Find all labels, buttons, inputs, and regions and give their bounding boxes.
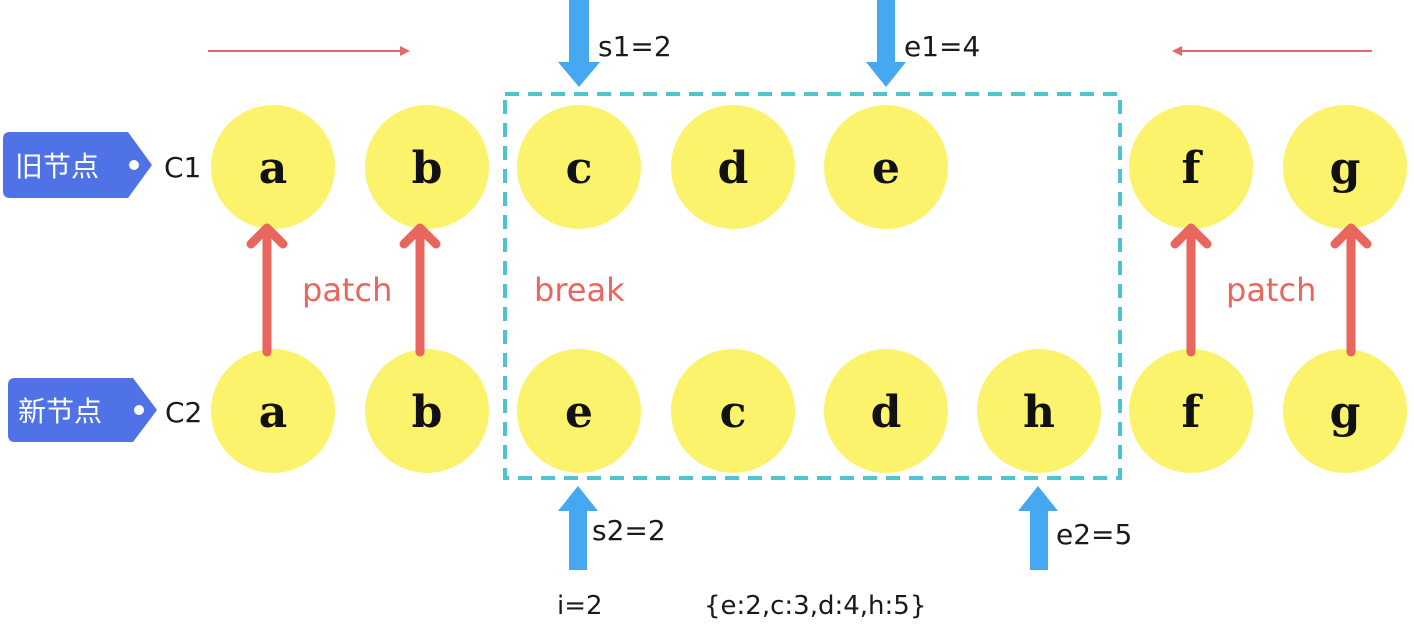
old-node-label: f <box>1182 143 1204 194</box>
e1-pointer-arrow <box>866 0 906 87</box>
new-node-label: h <box>1023 387 1055 438</box>
old-node: e <box>824 105 948 229</box>
patch-arrow <box>1170 223 1212 357</box>
s1-pointer-arrow <box>558 0 600 87</box>
e2-pointer-label: e2=5 <box>1056 518 1132 551</box>
old-node: g <box>1283 105 1407 229</box>
new-node: c <box>671 349 795 473</box>
new-row-name: C2 <box>165 396 202 429</box>
new-node-label: c <box>720 387 747 438</box>
new-node-label: e <box>565 387 593 438</box>
new-node: f <box>1129 349 1253 473</box>
new-node: h <box>977 349 1101 473</box>
new-node: e <box>517 349 641 473</box>
new-node-label: a <box>259 387 288 438</box>
old-node-label: b <box>412 143 443 194</box>
index-label: i=2 <box>557 591 603 621</box>
break-label: break <box>534 271 625 309</box>
key-to-index-map: {e:2,c:3,d:4,h:5} <box>704 591 926 621</box>
old-node-label: g <box>1330 143 1361 194</box>
old-node: d <box>671 105 795 229</box>
unknown-sequence-box <box>503 92 1122 480</box>
old-nodes-tag-label: 旧节点 <box>15 150 99 183</box>
new-node: d <box>824 349 948 473</box>
old-node: f <box>1129 105 1253 229</box>
new-node-label: d <box>871 387 902 438</box>
old-node-label: a <box>259 143 288 194</box>
patch-label-right: patch <box>1226 271 1316 309</box>
new-nodes-tag: 新节点 <box>8 378 157 442</box>
new-nodes-tag-label: 新节点 <box>18 395 102 428</box>
new-node-label: f <box>1182 387 1204 438</box>
s1-pointer-label: s1=2 <box>598 30 672 63</box>
s2-pointer-label: s2=2 <box>592 514 666 547</box>
s2-pointer-arrow <box>558 486 598 570</box>
patch-label-left: patch <box>302 271 392 309</box>
old-node-label: d <box>718 143 749 194</box>
new-node: a <box>211 349 335 473</box>
new-node: g <box>1283 349 1407 473</box>
new-node: b <box>365 349 489 473</box>
old-node: c <box>517 105 641 229</box>
e1-pointer-label: e1=4 <box>904 30 980 63</box>
patch-arrow <box>399 223 441 357</box>
patch-arrow <box>1330 223 1372 357</box>
old-node: b <box>365 105 489 229</box>
old-node-label: c <box>566 143 593 194</box>
new-node-label: b <box>412 387 443 438</box>
patch-arrow <box>246 223 288 357</box>
e2-pointer-arrow <box>1018 486 1058 570</box>
old-node-label: e <box>872 143 900 194</box>
old-nodes-tag: 旧节点 <box>3 132 152 198</box>
new-node-label: g <box>1330 387 1361 438</box>
old-node: a <box>211 105 335 229</box>
old-row-name: C1 <box>164 151 201 184</box>
